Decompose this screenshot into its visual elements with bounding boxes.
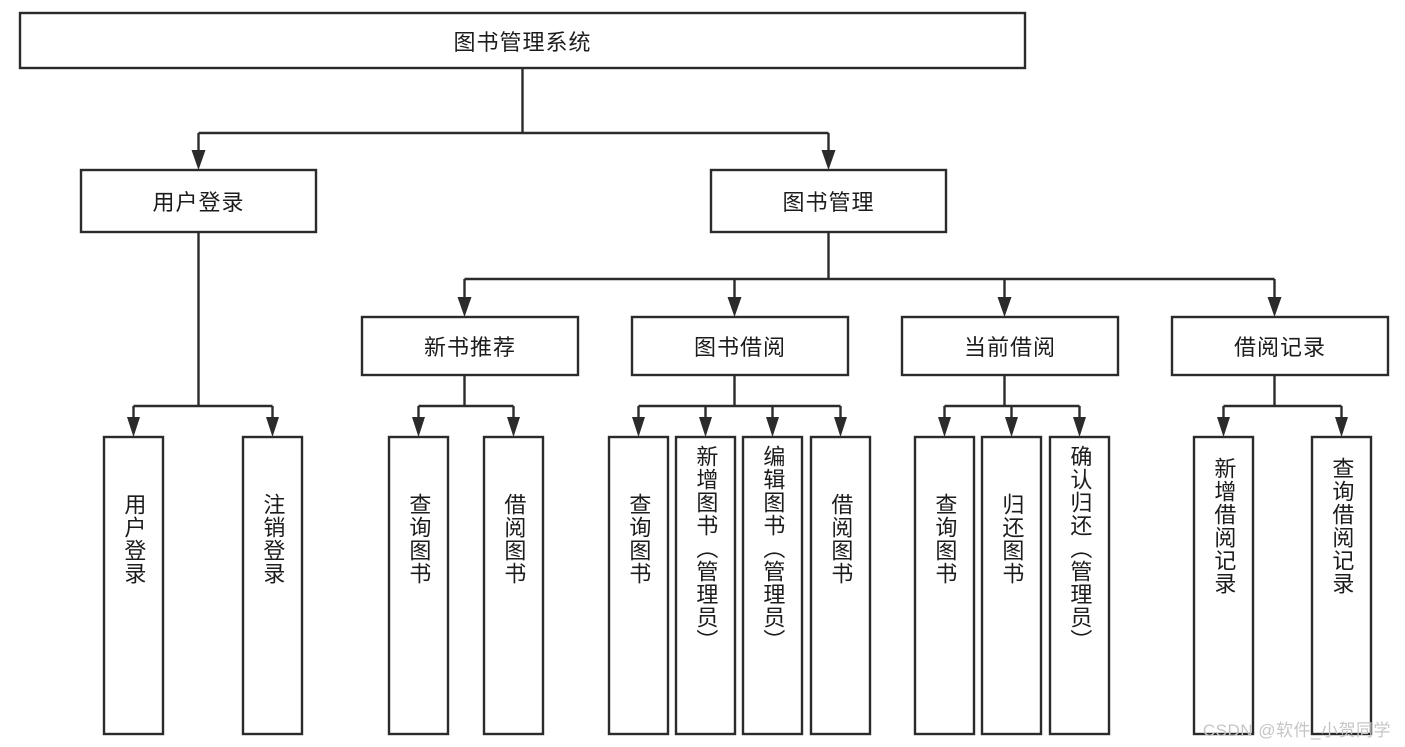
arrow-head-icon [997, 297, 1012, 317]
arrow-head-icon [1217, 417, 1230, 437]
edge-group-root [191, 68, 836, 170]
node-box-leaf-current-borrow-1[interactable] [980, 435, 1043, 736]
arrow-head-icon [821, 150, 836, 170]
edge-group-user-login [127, 232, 279, 437]
arrow-head-icon [1005, 417, 1018, 437]
node-box-leaf-user-login-0[interactable] [102, 435, 165, 736]
arrow-head-icon [699, 417, 712, 437]
edge-group-current-borrow [938, 375, 1086, 437]
arrow-head-icon [191, 150, 206, 170]
arrow-head-icon [507, 417, 520, 437]
arrow-head-icon [1267, 297, 1282, 317]
node-box-leaf-book-borrow-0[interactable] [607, 435, 670, 736]
arrow-head-icon [632, 417, 645, 437]
node-box-leaf-book-borrow-1[interactable] [674, 435, 737, 736]
arrow-head-icon [412, 417, 425, 437]
arrow-head-icon [457, 297, 472, 317]
arrow-head-icon [1073, 417, 1086, 437]
node-box-leaf-new-book-1[interactable] [482, 435, 545, 736]
node-box-user-login[interactable] [79, 168, 318, 234]
node-box-current-borrow[interactable] [900, 315, 1120, 377]
node-box-leaf-current-borrow-2[interactable] [1048, 435, 1111, 736]
node-box-leaf-borrow-record-0[interactable] [1192, 435, 1255, 736]
edge-group-new-book [412, 375, 520, 437]
node-box-borrow-record[interactable] [1170, 315, 1390, 377]
node-box-leaf-book-borrow-2[interactable] [741, 435, 804, 736]
node-box-leaf-current-borrow-0[interactable] [913, 435, 976, 736]
node-box-new-book-recommend[interactable] [360, 315, 580, 377]
edge-group-borrow-record [1217, 375, 1348, 437]
arrow-head-icon [727, 297, 742, 317]
watermark-text: CSDN @软件_小贺同学 [1202, 721, 1391, 740]
edge-group-book-mgmt [457, 232, 1282, 317]
node-box-leaf-new-book-0[interactable] [387, 435, 450, 736]
arrow-head-icon [266, 417, 279, 437]
arrow-head-icon [834, 417, 847, 437]
arrow-head-icon [1335, 417, 1348, 437]
node-box-book-borrow[interactable] [630, 315, 850, 377]
edge-group-book-borrow [632, 375, 847, 437]
arrow-head-icon [766, 417, 779, 437]
arrow-head-icon [938, 417, 951, 437]
node-box-root[interactable] [18, 11, 1027, 70]
node-box-leaf-user-login-1[interactable] [241, 435, 304, 736]
node-box-leaf-book-borrow-3[interactable] [809, 435, 872, 736]
node-box-leaf-borrow-record-1[interactable] [1310, 435, 1373, 736]
node-box-book-management[interactable] [709, 168, 948, 234]
arrow-head-icon [127, 417, 140, 437]
